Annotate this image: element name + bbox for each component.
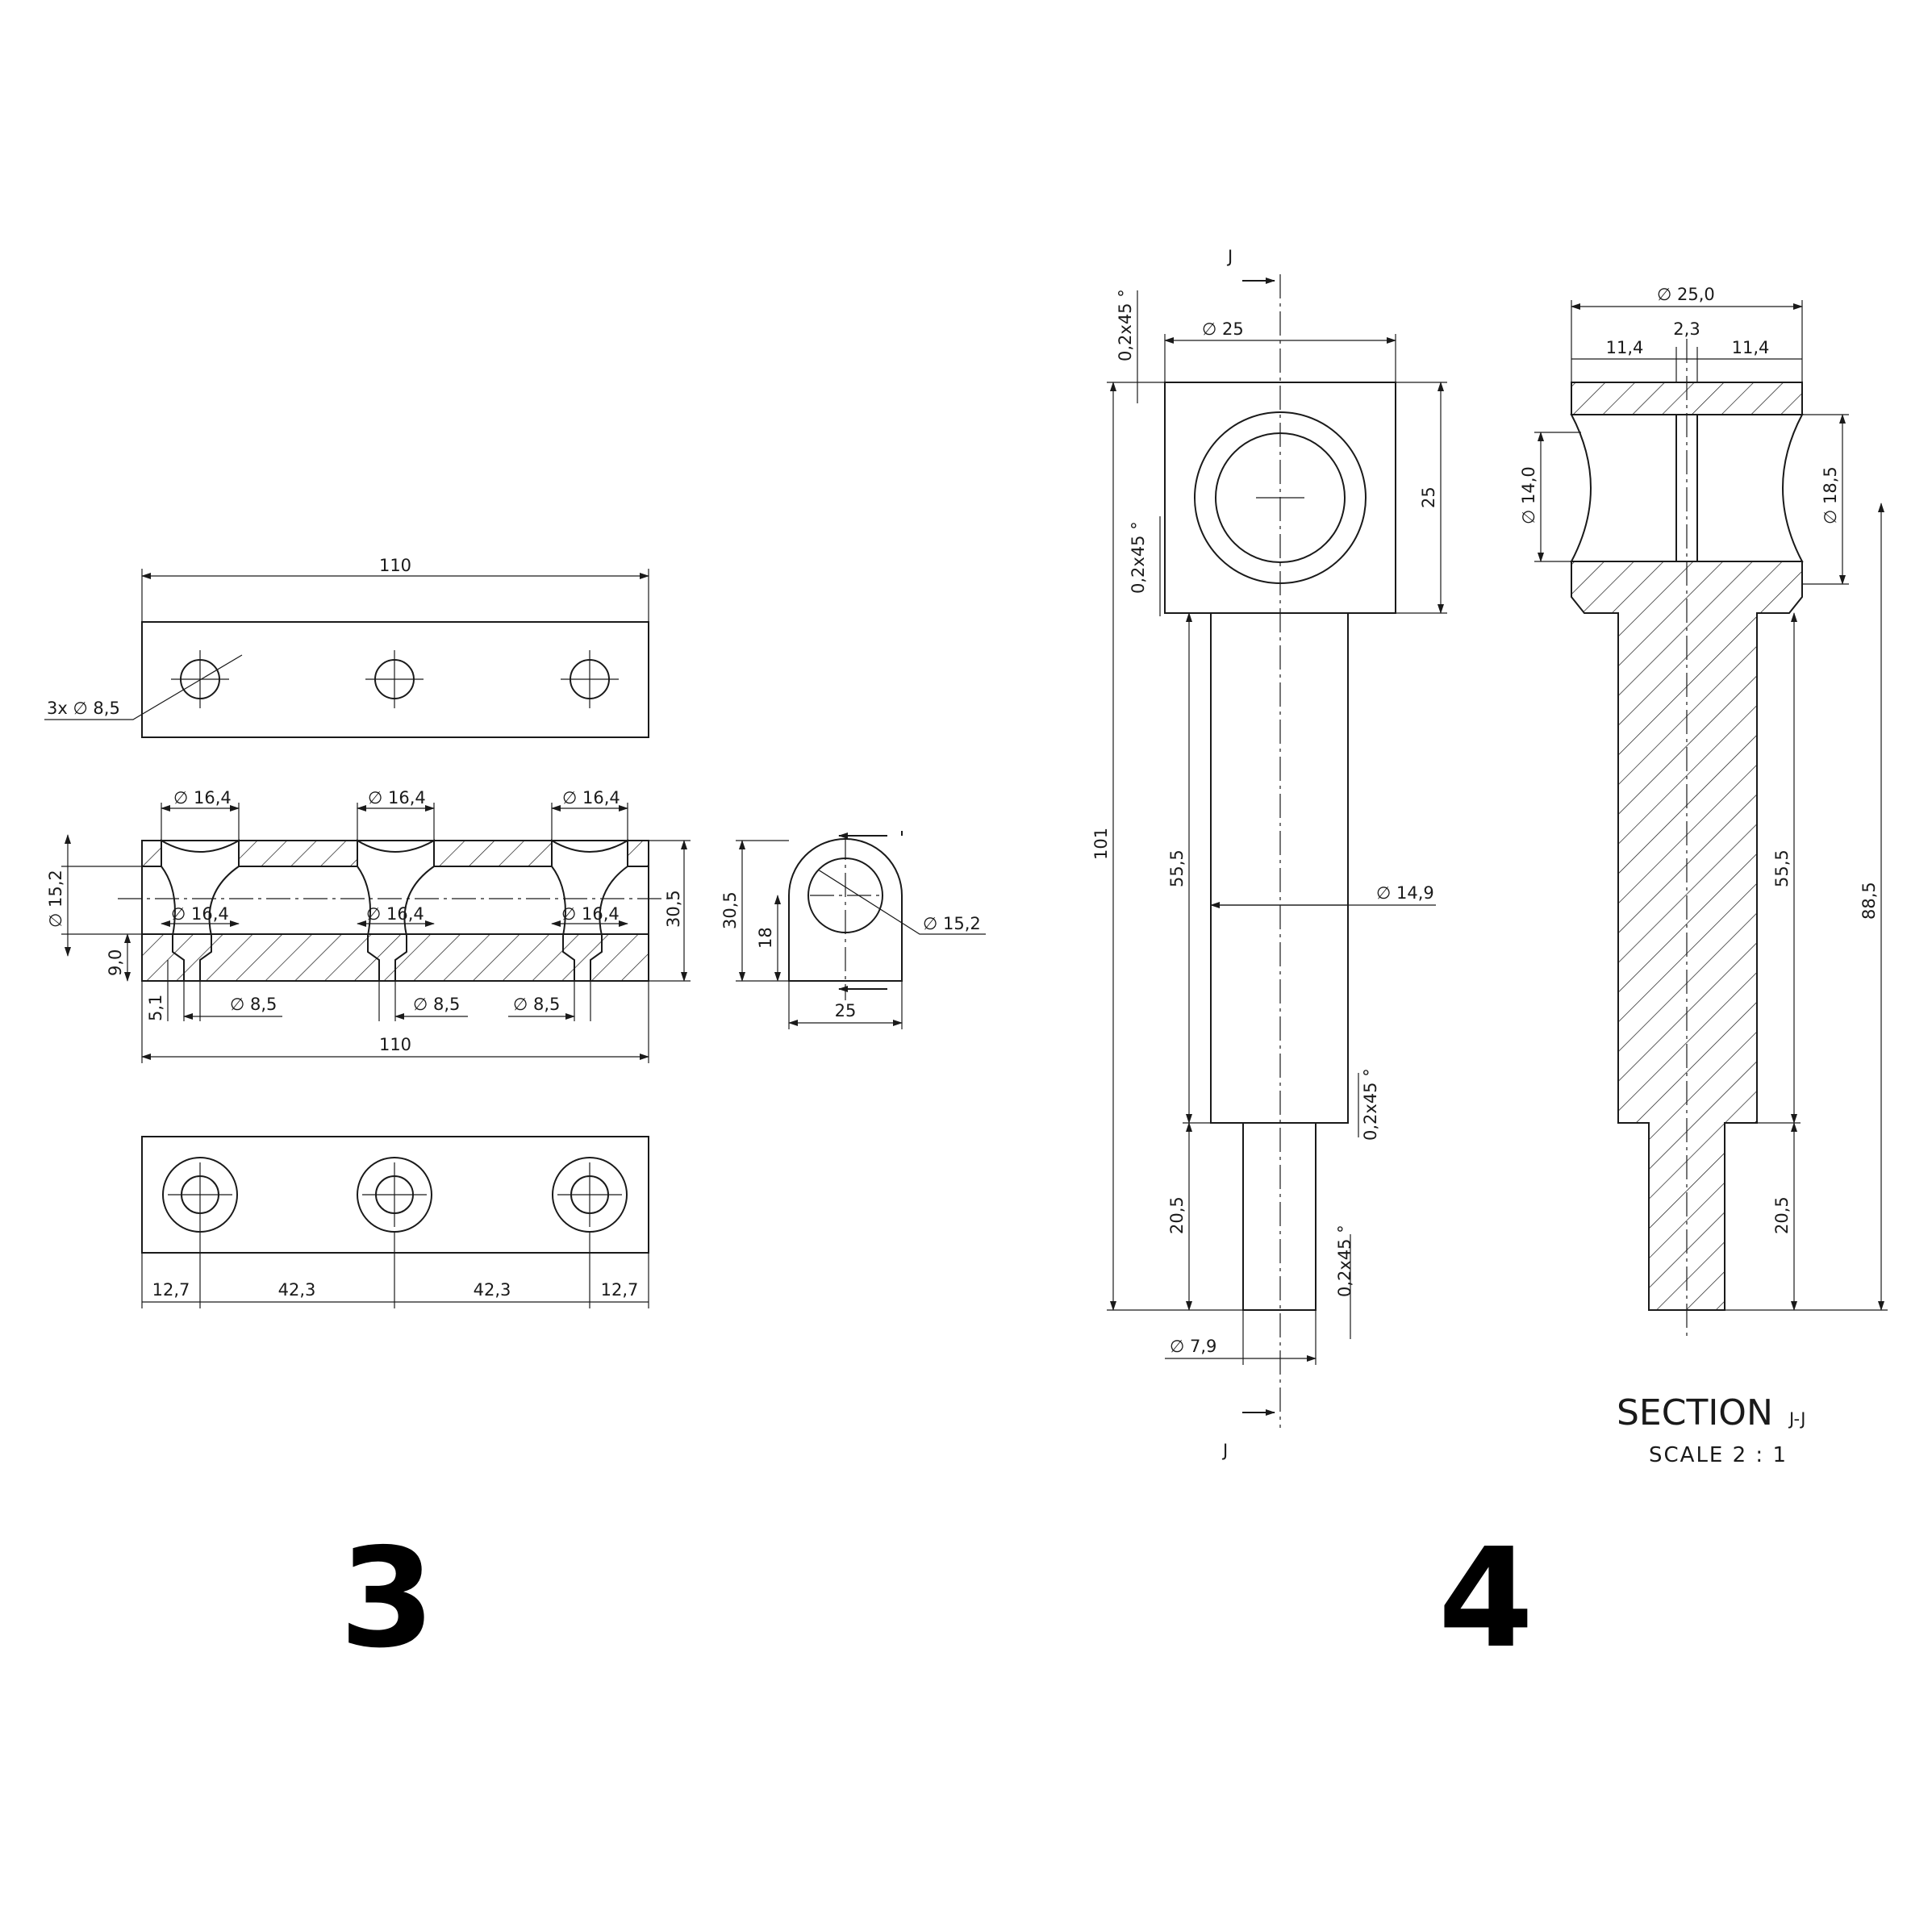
pin-length: 20,5 (1167, 1196, 1187, 1234)
section-groove-dia-2: ∅ 18,5 (1821, 466, 1840, 524)
side-view-height: 30,5 (720, 891, 740, 929)
part3: 110 3x ∅ 8,5 ∅ 16,4 ∅ 16,4 ∅ 16,4 (44, 556, 986, 1679)
chamfer-3: 0,2x45 ° (1361, 1068, 1380, 1141)
section-total: 88,5 (1859, 882, 1879, 920)
part4-section-view: ∅ 25,0 11,4 2,3 11,4 ∅ 14,0 ∅ 18,5 55,5 (1519, 285, 1888, 1467)
section-pin-length: 20,5 (1772, 1196, 1792, 1234)
bore-2-mid-dia: ∅ 16,4 (366, 904, 424, 924)
pin-dia: ∅ 7,9 (1170, 1337, 1216, 1356)
bore-2-bot-dia: ∅ 8,5 (413, 995, 460, 1014)
top-view-holes-label: 3x ∅ 8,5 (47, 699, 120, 718)
section-title-suffix: J-J (1788, 1409, 1805, 1429)
bore-1-top-dia: ∅ 16,4 (173, 788, 232, 807)
bore-2-top-dia: ∅ 16,4 (368, 788, 426, 807)
bore-3 (551, 839, 628, 982)
top-view-hole-3 (561, 650, 619, 708)
bottom-view-hole-3 (552, 1157, 628, 1233)
front-view-height: 30,5 (664, 890, 683, 928)
part3-front-view: ∅ 16,4 ∅ 16,4 ∅ 16,4 ∅ 16,4 ∅ 16,4 ∅ 16,… (46, 788, 691, 1063)
total-length: 101 (1091, 828, 1111, 860)
part3-top-view: 110 3x ∅ 8,5 (44, 556, 649, 738)
bore-2 (357, 839, 435, 982)
bore-3-top-dia: ∅ 16,4 (562, 788, 620, 807)
side-view-width: 25 (835, 1001, 857, 1020)
front-view-upper-hatch (141, 840, 649, 867)
section-outer-dia: ∅ 25,0 (1657, 285, 1715, 304)
bore-3-bot-dia: ∅ 8,5 (513, 995, 560, 1014)
front-view-length: 110 (379, 1035, 411, 1054)
chamfer-2: 0,2x45 ° (1129, 521, 1148, 594)
front-view-depth-5: 5,1 (146, 995, 165, 1021)
section-shaft-length: 55,5 (1772, 849, 1792, 887)
part3-bottom-view: 12,7 42,3 42,3 12,7 (141, 1136, 649, 1308)
section-scale: SCALE 2 : 1 (1649, 1443, 1788, 1467)
bottom-view-hole-1 (162, 1157, 238, 1233)
side-view-height-2: 18 (756, 927, 775, 949)
front-view-depth-9: 9,0 (106, 949, 125, 976)
top-view-hole-1 (171, 650, 229, 708)
section-groove-dia: ∅ 14,0 (1519, 466, 1538, 524)
head-dia: ∅ 25 (1202, 319, 1244, 339)
section-title: SECTION (1617, 1392, 1773, 1433)
bottom-view-dim-3: 42,3 (474, 1280, 511, 1300)
bottom-view-dim-4: 12,7 (601, 1280, 639, 1300)
side-view-bore-dia: ∅ 15,2 (923, 914, 981, 933)
part3-number: 3 (340, 1519, 435, 1679)
bore-1 (161, 839, 240, 982)
chamfer-1: 0,2x45 ° (1116, 289, 1135, 361)
part4-main-view: J J ∅ 25 25 0,2x45 ° 0,2x45 ° 0,2x45 ° 0… (1091, 247, 1447, 1460)
cut-label-bottom: J (1221, 1441, 1228, 1460)
top-view-hole-2 (365, 650, 424, 708)
shaft-dia: ∅ 14,9 (1376, 883, 1434, 903)
bottom-view-dim-2: 42,3 (278, 1280, 316, 1300)
section-width-mid: 2,3 (1673, 319, 1700, 339)
part4: J J ∅ 25 25 0,2x45 ° 0,2x45 ° 0,2x45 ° 0… (1091, 247, 1888, 1679)
top-view-length-label: 110 (379, 556, 411, 575)
chamfer-4: 0,2x45 ° (1335, 1225, 1354, 1297)
shaft-length: 55,5 (1167, 849, 1187, 887)
head-height: 25 (1419, 486, 1438, 508)
part3-side-view: 30,5 18 25 ∅ 15,2 (720, 831, 986, 1029)
bore-3-mid-dia: ∅ 16,4 (561, 904, 620, 924)
bore-1-bot-dia: ∅ 8,5 (230, 995, 277, 1014)
section-width-left: 11,4 (1606, 338, 1644, 357)
bore-1-mid-dia: ∅ 16,4 (171, 904, 229, 924)
section-width-right: 11,4 (1732, 338, 1770, 357)
bottom-view-dim-1: 12,7 (152, 1280, 190, 1300)
bottom-view-hole-2 (357, 1157, 432, 1233)
part4-number: 4 (1438, 1519, 1533, 1679)
front-view-bore-dia-left: ∅ 15,2 (46, 870, 65, 928)
cut-label-top: J (1226, 247, 1233, 266)
